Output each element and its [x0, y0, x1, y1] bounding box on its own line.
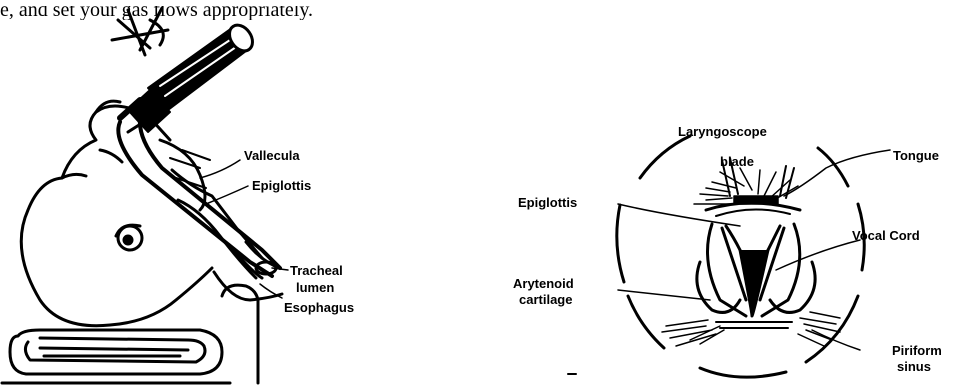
arytenoid-left: [697, 262, 740, 312]
label-vocal-cord: Vocal Cord: [852, 228, 920, 243]
label-laryngoscope: Laryngoscope: [678, 124, 767, 139]
label-esophagus: Esophagus: [284, 300, 354, 315]
label-epiglottis-right: Epiglottis: [518, 195, 577, 210]
sagittal-view-figure: [2, 8, 288, 383]
label-tongue: Tongue: [893, 148, 939, 163]
label-sinus: sinus: [897, 359, 931, 374]
laryngoscopic-view-figure: [568, 136, 890, 377]
hand-icon: [112, 8, 168, 55]
label-tracheal: Tracheal: [290, 263, 343, 278]
pillow: [2, 330, 230, 383]
label-blade: blade: [720, 154, 754, 169]
label-cartilage: cartilage: [519, 292, 572, 307]
head-outline: [21, 106, 212, 326]
label-arytenoid: Arytenoid: [513, 276, 574, 291]
label-lumen: lumen: [296, 280, 334, 295]
label-vallecula: Vallecula: [244, 148, 300, 163]
vocal-cords: [708, 224, 800, 316]
laryngoscope-handle: [120, 21, 257, 132]
ear: [116, 225, 142, 250]
label-epiglottis-left: Epiglottis: [252, 178, 311, 193]
label-piriform: Piriform: [892, 343, 942, 358]
eye: [100, 150, 122, 162]
